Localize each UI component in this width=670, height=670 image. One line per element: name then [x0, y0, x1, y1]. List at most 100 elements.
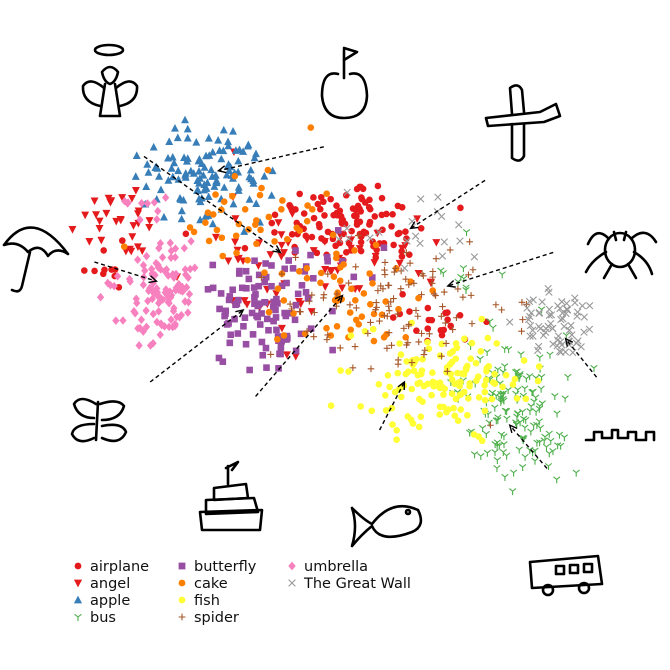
point-airplane [394, 202, 402, 210]
point-bus [551, 392, 559, 400]
point-butterfly [225, 320, 232, 327]
point-bus [546, 351, 554, 359]
point-fish [472, 359, 480, 367]
point-butterfly [297, 330, 305, 338]
arrow-airplane [409, 179, 486, 230]
point-umbrella [167, 246, 175, 256]
point-fish [502, 371, 510, 379]
point-apple [155, 172, 164, 180]
point-apple [239, 147, 248, 155]
point-fish [450, 404, 457, 412]
point-the-great-wall [547, 311, 556, 319]
point-butterfly [251, 257, 258, 265]
point-cake [204, 209, 212, 216]
arrow-umbrella [94, 261, 158, 284]
point-cake [333, 323, 341, 330]
point-cake [265, 213, 273, 221]
point-apple [200, 185, 209, 194]
point-spider [336, 344, 344, 352]
series-fish [327, 315, 543, 445]
point-fish [396, 340, 403, 347]
point-apple [160, 212, 168, 221]
point-fish [457, 406, 465, 413]
point-airplane [321, 212, 328, 219]
point-airplane [398, 253, 406, 260]
point-umbrella [132, 294, 140, 304]
point-airplane [271, 211, 279, 219]
point-fish [414, 380, 422, 387]
point-umbrella [175, 285, 183, 295]
point-apple [203, 178, 212, 186]
point-airplane [389, 314, 397, 321]
series-bus [437, 228, 598, 496]
point-spider [403, 341, 410, 349]
point-butterfly [292, 347, 300, 355]
point-cake [323, 190, 330, 198]
point-apple [260, 171, 269, 180]
point-the-great-wall [400, 264, 409, 272]
point-fish [509, 381, 517, 388]
point-spider [388, 341, 395, 349]
point-umbrella [113, 271, 122, 281]
arrow-fish [378, 380, 406, 431]
arrow-butterfly [149, 309, 245, 383]
point-bus [504, 346, 513, 354]
point-the-great-wall [558, 298, 566, 306]
point-apple [249, 176, 258, 184]
point-cake [218, 234, 226, 242]
point-bus [533, 421, 541, 429]
point-butterfly [209, 284, 217, 292]
point-airplane [413, 327, 420, 335]
legend-marker-spider [178, 613, 186, 621]
point-apple [195, 167, 203, 175]
point-butterfly [251, 300, 258, 308]
point-angel [128, 233, 137, 241]
point-butterfly [302, 289, 310, 296]
point-butterfly [225, 296, 233, 304]
point-angel [90, 197, 99, 206]
point-the-great-wall [556, 338, 565, 346]
point-angel [254, 262, 263, 270]
point-angel [326, 267, 335, 275]
point-spider [469, 266, 477, 274]
point-apple [132, 151, 141, 160]
point-butterfly [272, 306, 279, 314]
point-butterfly [262, 260, 269, 267]
point-bus [470, 451, 479, 459]
point-butterfly [281, 265, 289, 273]
point-umbrella [186, 264, 194, 274]
point-airplane [357, 238, 365, 246]
point-spider [487, 421, 494, 429]
point-umbrella [187, 236, 195, 246]
point-bus [519, 464, 527, 472]
point-butterfly [240, 322, 247, 330]
point-fish [448, 376, 456, 383]
point-angel [127, 194, 136, 203]
point-cake [120, 243, 128, 250]
point-angel [309, 247, 318, 255]
point-angel [211, 233, 220, 242]
point-spider [498, 306, 505, 314]
point-fish [418, 367, 426, 374]
point-spider [384, 281, 392, 289]
point-the-great-wall [455, 221, 463, 229]
point-cake [295, 267, 303, 275]
point-apple [245, 195, 254, 203]
point-fish [520, 357, 528, 364]
point-apple [252, 199, 261, 207]
point-cake [213, 226, 221, 234]
point-cake [271, 238, 278, 245]
point-airplane [373, 246, 380, 254]
point-butterfly [329, 307, 336, 315]
point-the-great-wall [571, 298, 579, 307]
point-fish [428, 391, 435, 399]
point-butterfly [324, 257, 331, 265]
point-the-great-wall [343, 224, 351, 233]
point-fish [410, 367, 418, 375]
point-cake [415, 294, 422, 302]
point-the-great-wall [567, 321, 575, 330]
legend-marker-angel [73, 579, 83, 588]
point-apple [173, 133, 182, 142]
point-the-great-wall [470, 253, 479, 261]
point-butterfly [329, 346, 336, 354]
